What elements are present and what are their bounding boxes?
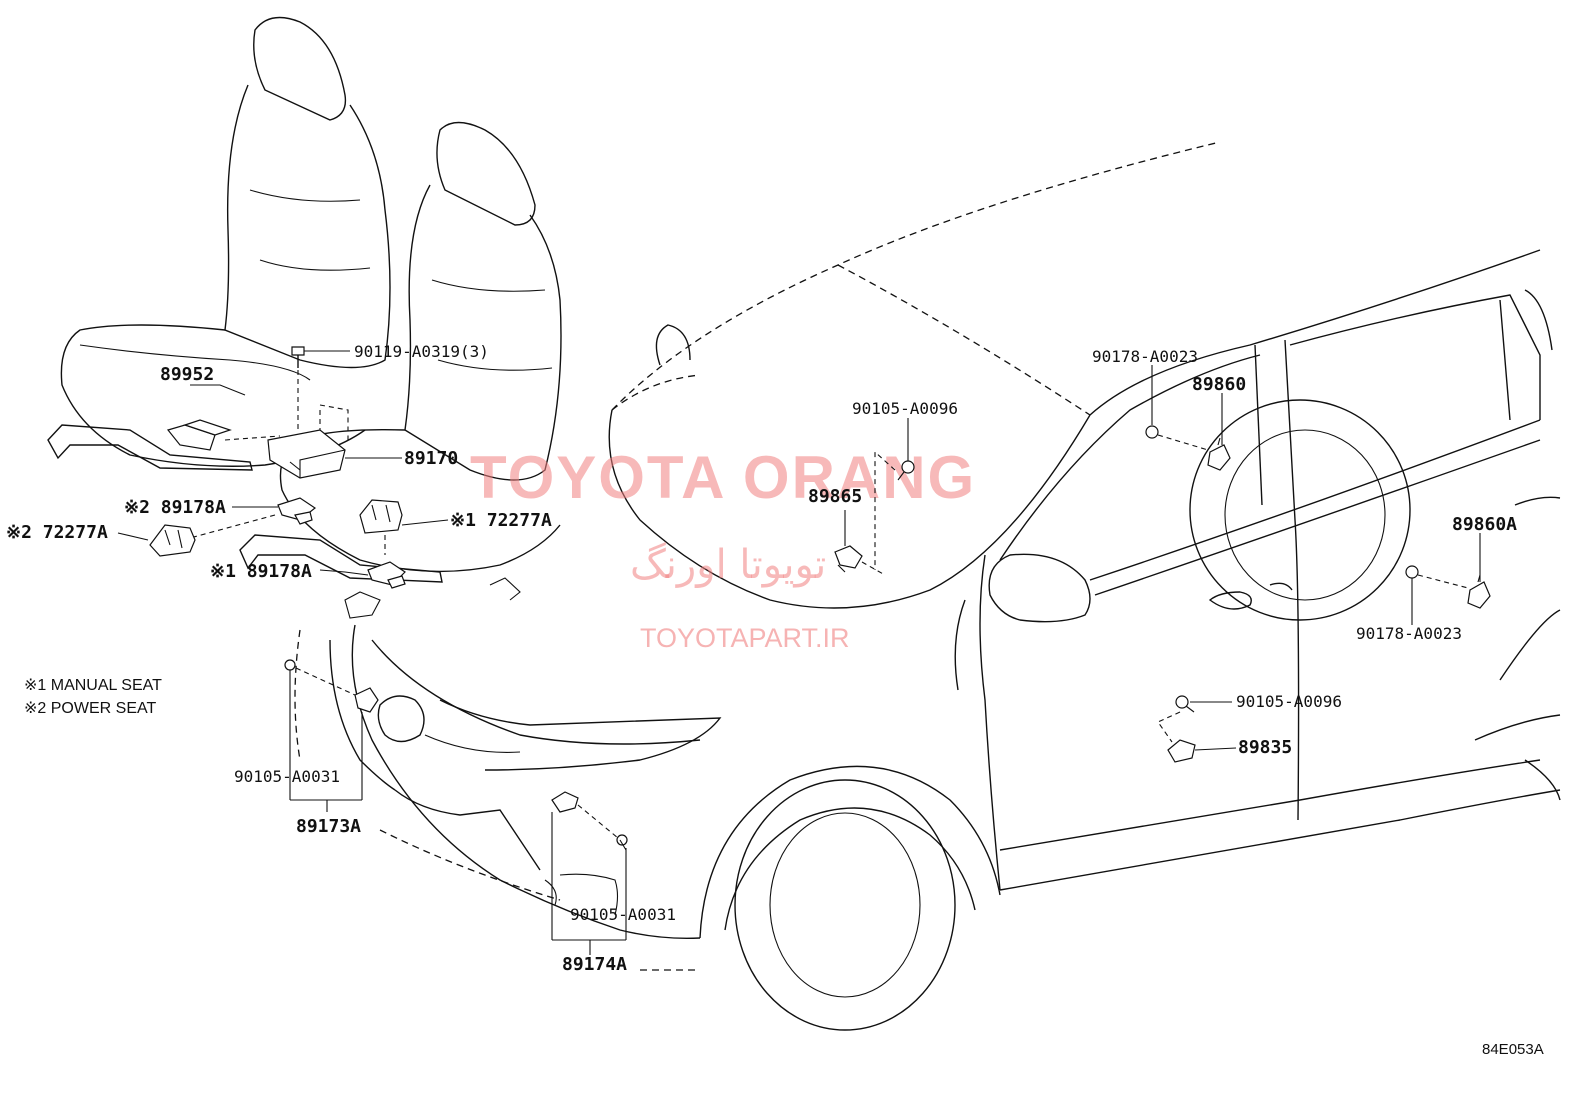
- label-89174A: 89174A: [562, 954, 627, 975]
- sensor-89173A: [284, 659, 379, 812]
- watermark-url: TOYOTAPART.IR: [640, 623, 850, 653]
- label-89170: 89170: [404, 448, 458, 469]
- sensor-89174A: [544, 791, 628, 955]
- watermark-title: TOYOTA ORANG: [470, 444, 976, 511]
- sensor-89860A: [1405, 533, 1491, 625]
- sensor-89952: [166, 384, 281, 451]
- label-89173A: 89173A: [296, 816, 361, 837]
- label-89865: 89865: [808, 486, 862, 507]
- sensor-89835: [1157, 695, 1237, 763]
- vehicle-outline: [294, 141, 1561, 1031]
- note-manual-seat: ※1 MANUAL SEAT: [24, 677, 162, 694]
- sensor-89865: [834, 418, 915, 576]
- note-power-seat: ※2 POWER SEAT: [24, 700, 156, 717]
- label-89835: 89835: [1238, 737, 1292, 758]
- label-89860: 89860: [1192, 374, 1246, 395]
- legend-notes: ※1 MANUAL SEAT ※2 POWER SEAT: [24, 677, 162, 717]
- bracket-72277A-manual: [359, 499, 449, 555]
- label-89178A-manual: ※1 89178A: [210, 561, 312, 582]
- label-90105-A0096-side: 90105-A0096: [1236, 692, 1342, 711]
- label-89178A-power: ※2 89178A: [124, 497, 226, 518]
- diagram-code: 84E053A: [1482, 1041, 1544, 1058]
- label-89860A: 89860A: [1452, 514, 1517, 535]
- label-72277A-manual: ※1 72277A: [450, 510, 552, 531]
- watermark-persian: تویوتا اورنگ: [630, 542, 826, 588]
- sensor-89860: [1145, 365, 1231, 471]
- label-90178-A0023-upper: 90178-A0023: [1092, 347, 1198, 366]
- label-89952: 89952: [160, 364, 214, 385]
- watermark: TOYOTA ORANG تویوتا اورنگ TOYOTAPART.IR: [470, 444, 976, 653]
- label-90105-A0096-center: 90105-A0096: [852, 399, 958, 418]
- airbag-ecu-89170: [267, 404, 402, 479]
- label-90178-A0023-lower: 90178-A0023: [1356, 624, 1462, 643]
- bolt-90119: [291, 346, 350, 430]
- label-90105-A0031-front-left: 90105-A0031: [234, 767, 340, 786]
- sensor-89178A-manual: [319, 561, 406, 589]
- label-90105-A0031-front-bottom: 90105-A0031: [570, 905, 676, 924]
- part-number-labels: 90119-A0319(3) 89952 89170 ※2 89178A ※2 …: [6, 342, 1517, 975]
- bracket-72277A-power: [117, 524, 196, 557]
- label-72277A-power: ※2 72277A: [6, 522, 108, 543]
- label-90119-A0319: 90119-A0319(3): [354, 342, 489, 361]
- sensor-89178A-power: [189, 497, 317, 539]
